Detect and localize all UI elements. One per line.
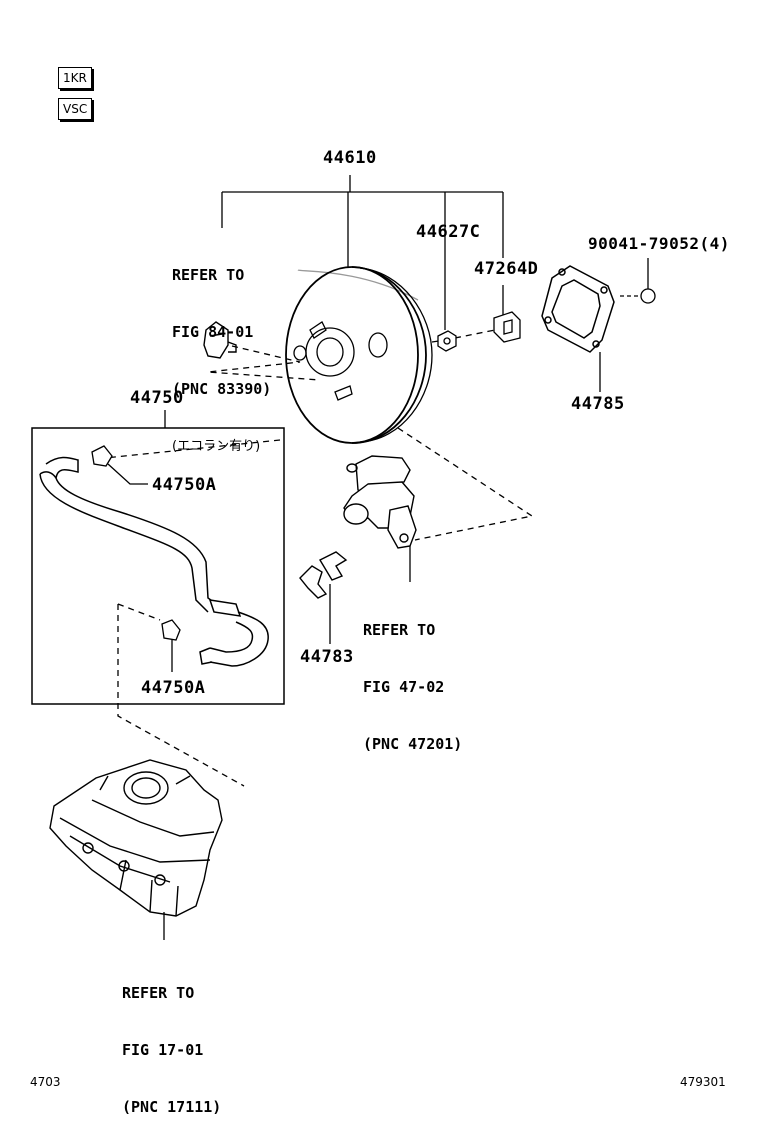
part-label-90041[interactable]: 90041-79052(4) bbox=[588, 234, 730, 253]
part-label-47264D[interactable]: 47264D bbox=[474, 259, 539, 279]
dash-line-master bbox=[104, 427, 534, 541]
part-label-44750A-lower[interactable]: 44750A bbox=[141, 678, 206, 698]
leader-clip-upper bbox=[107, 463, 148, 485]
vsc-badge: VSC bbox=[58, 98, 93, 120]
ref-line: FIG 47-02 bbox=[363, 678, 445, 696]
hose-drawing bbox=[39, 456, 269, 667]
reference-fig17[interactable]: REFER TO FIG 17-01 (PNC 17111) bbox=[122, 946, 221, 1136]
part-label-44785[interactable]: 44785 bbox=[571, 394, 625, 414]
clip-lower-drawing bbox=[161, 619, 181, 641]
dash-box-lower bbox=[117, 603, 245, 787]
ref-line: (PNC 83390) bbox=[172, 380, 272, 398]
ref-line: REFER TO bbox=[363, 621, 436, 639]
bracket-drawing bbox=[493, 311, 521, 343]
footer-left-code: 4703 bbox=[30, 1075, 61, 1089]
parts-diagram bbox=[31, 175, 656, 940]
vacuum-pump-drawing bbox=[343, 455, 417, 549]
check-valve-drawing bbox=[437, 330, 457, 352]
part-label-44610[interactable]: 44610 bbox=[323, 148, 377, 168]
ref-line: (PNC 47201) bbox=[363, 735, 463, 753]
nut-symbol bbox=[640, 288, 656, 304]
ref-line: REFER TO bbox=[172, 266, 245, 284]
hose-box bbox=[31, 427, 285, 705]
ref-line: (PNC 17111) bbox=[122, 1098, 222, 1116]
leader-44610 bbox=[221, 175, 504, 330]
reference-fig84[interactable]: REFER TO FIG 84-01 (PNC 83390) (エコラン有り) bbox=[172, 228, 271, 475]
clip-upper-drawing bbox=[91, 445, 113, 467]
ref-line: FIG 17-01 bbox=[122, 1041, 204, 1059]
gasket-drawing bbox=[541, 265, 615, 353]
ref-line: REFER TO bbox=[122, 984, 195, 1002]
intake-manifold-drawing bbox=[49, 759, 223, 917]
part-label-44750[interactable]: 44750 bbox=[130, 388, 184, 408]
dash-line-connector bbox=[207, 345, 321, 381]
reference-fig47[interactable]: REFER TO FIG 47-02 (PNC 47201) bbox=[363, 583, 462, 773]
engine-badge: 1KR bbox=[58, 67, 92, 89]
ref-line: FIG 84-01 bbox=[172, 323, 254, 341]
vacuum-sensor-drawing bbox=[203, 321, 237, 359]
clamp-drawing bbox=[299, 551, 348, 599]
ref-note: (エコラン有り) bbox=[172, 439, 261, 454]
part-label-44627C[interactable]: 44627C bbox=[416, 222, 481, 242]
brake-booster-drawing bbox=[285, 266, 433, 444]
part-label-44783[interactable]: 44783 bbox=[300, 647, 354, 667]
part-label-44750A-upper[interactable]: 44750A bbox=[152, 475, 217, 495]
dash-line-valve bbox=[431, 329, 496, 343]
footer-right-code: 479301 bbox=[680, 1075, 726, 1089]
